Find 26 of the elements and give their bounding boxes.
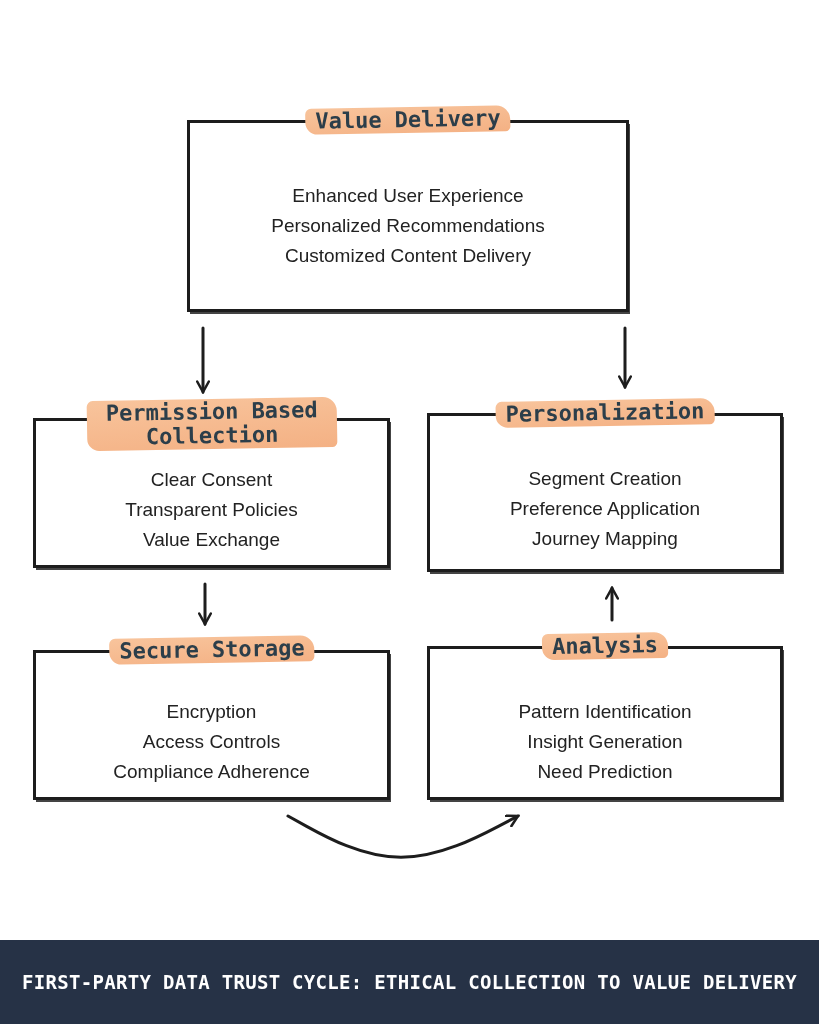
- arrow: [604, 586, 620, 622]
- title: FIRST-PARTY DATA TRUST CYCLE: ETHICAL COLLECTION TO VALUE DELIVERY: [22, 971, 797, 993]
- box-item: Segment Creation: [528, 467, 682, 491]
- box-item: Encryption: [166, 700, 257, 724]
- box-item: Enhanced User Experience: [292, 184, 524, 208]
- arrow: [617, 326, 633, 389]
- arrow: [197, 582, 213, 626]
- box-item: Clear Consent: [150, 468, 273, 492]
- box-heading: Personalization: [495, 398, 715, 429]
- box-heading: Analysis: [541, 631, 669, 661]
- box-item: Journey Mapping: [532, 527, 678, 551]
- box-item: Transparent Policies: [125, 498, 298, 522]
- box-heading: Permission Based Collection: [86, 396, 337, 452]
- box-heading: Secure Storage: [108, 635, 315, 665]
- box-item: Customized Content Delivery: [284, 244, 531, 268]
- box-item: Compliance Adherence: [113, 760, 310, 784]
- box-item: Preference Application: [509, 497, 701, 521]
- box-item: Need Prediction: [537, 760, 673, 784]
- box-item: Value Exchange: [143, 528, 280, 552]
- box-heading: Value Delivery: [305, 105, 511, 135]
- box-item: Personalized Recommendations: [271, 214, 545, 238]
- arrow: [195, 326, 211, 394]
- box-item: Access Controls: [142, 730, 281, 754]
- box-item: Pattern Identification: [518, 700, 692, 724]
- box-item: Insight Generation: [527, 730, 683, 754]
- arrow: [286, 814, 520, 859]
